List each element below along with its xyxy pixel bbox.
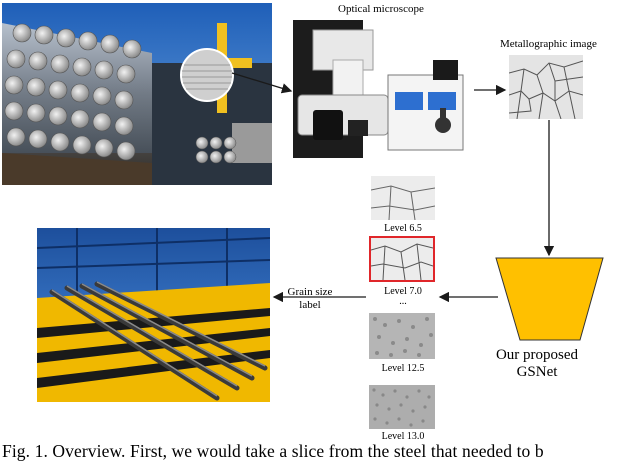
production-line-photo bbox=[37, 228, 270, 402]
gsnet-funnel bbox=[496, 258, 603, 340]
metallographic-image bbox=[509, 55, 583, 119]
grain-size-label: Grain size label bbox=[280, 286, 340, 311]
level-label-6-5: Level 6.5 bbox=[368, 224, 438, 234]
steel-bars-photo bbox=[2, 3, 272, 185]
level-ellipsis: ... bbox=[368, 297, 438, 307]
steel-bars-illustration bbox=[2, 3, 272, 185]
level-label-12-5: Level 12.5 bbox=[368, 364, 438, 374]
level-thumbnail-7-0 bbox=[369, 236, 435, 282]
figure-caption: Fig. 1. Overview. First, we would take a… bbox=[2, 441, 544, 462]
level-thumbnail-13-0 bbox=[369, 385, 435, 429]
level-thumbnail-12-5 bbox=[369, 313, 435, 359]
level-thumbnail-6-5 bbox=[371, 176, 435, 220]
metallographic-image-label: Metallographic image bbox=[500, 39, 597, 50]
optical-microscope-label: Optical microscope bbox=[338, 4, 424, 15]
gsnet-label: Our proposed GSNet bbox=[492, 347, 582, 382]
microscope-photo bbox=[293, 20, 473, 158]
